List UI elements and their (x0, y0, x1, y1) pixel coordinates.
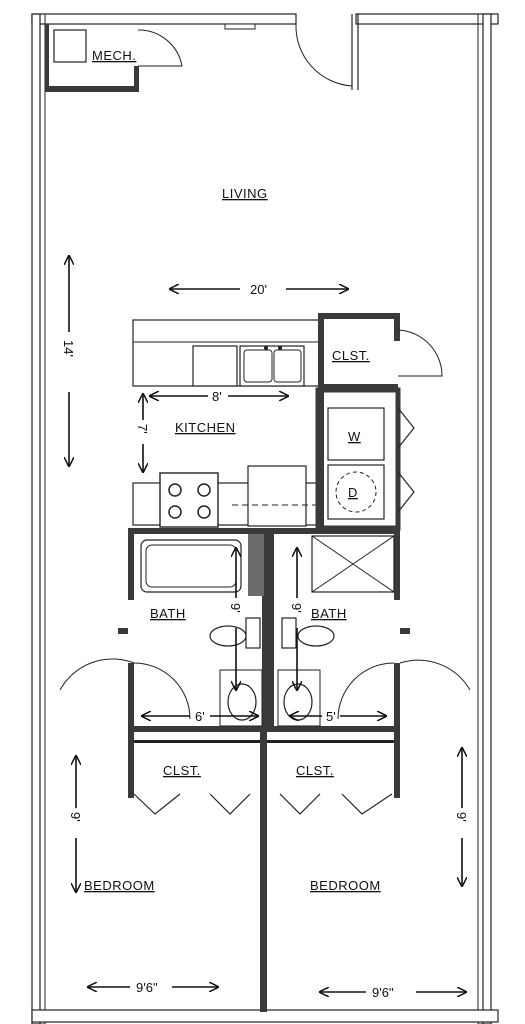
exterior-walls (31, 13, 499, 1024)
right-closet-label: CLST. (296, 763, 334, 778)
left-bedroom-width-dim: 9'6" (136, 980, 158, 995)
kitchen-closet (318, 313, 443, 533)
left-bedroom-label: BEDROOM (84, 878, 155, 893)
left-bedroom-depth-dim: 9' (68, 812, 83, 822)
left-bath-width-dim: 6' (195, 709, 205, 724)
kitchen-lower-counter (132, 465, 321, 528)
living-depth-dim: 14' (61, 340, 76, 357)
washer-label: W (348, 429, 361, 444)
kitchen-upper-counter (132, 319, 321, 387)
right-bath-label: BATH (311, 606, 347, 621)
kitchen-depth-dim: 7' (135, 424, 150, 434)
entry-door-swing (295, 23, 353, 87)
bedroom-divider-wall (260, 732, 267, 1012)
kitchen-width-dim: 8' (212, 389, 222, 404)
left-bath-depth-dim: 9' (228, 603, 243, 613)
right-bath-width-dim: 5' (326, 709, 336, 724)
dryer-label: D (348, 485, 358, 500)
mech-label: MECH. (92, 48, 136, 63)
right-bath-depth-dim: 9' (289, 603, 304, 613)
living-width-dim: 20' (250, 282, 267, 297)
right-bedroom-width-dim: 9'6" (372, 985, 394, 1000)
left-bath-label: BATH (150, 606, 186, 621)
right-bedroom-label: BEDROOM (310, 878, 381, 893)
right-bedroom-depth-dim: 9' (454, 812, 469, 822)
left-bath-fixtures (59, 539, 263, 727)
kitchen-label: KITCHEN (175, 420, 236, 435)
right-bath-fixtures (277, 535, 471, 727)
kitchen-closet-label: CLST. (332, 348, 370, 363)
mech-room (45, 24, 183, 92)
bath-walls (118, 528, 410, 732)
left-closet-label: CLST. (163, 763, 201, 778)
laundry-area (315, 387, 415, 531)
living-label: LIVING (222, 186, 268, 201)
